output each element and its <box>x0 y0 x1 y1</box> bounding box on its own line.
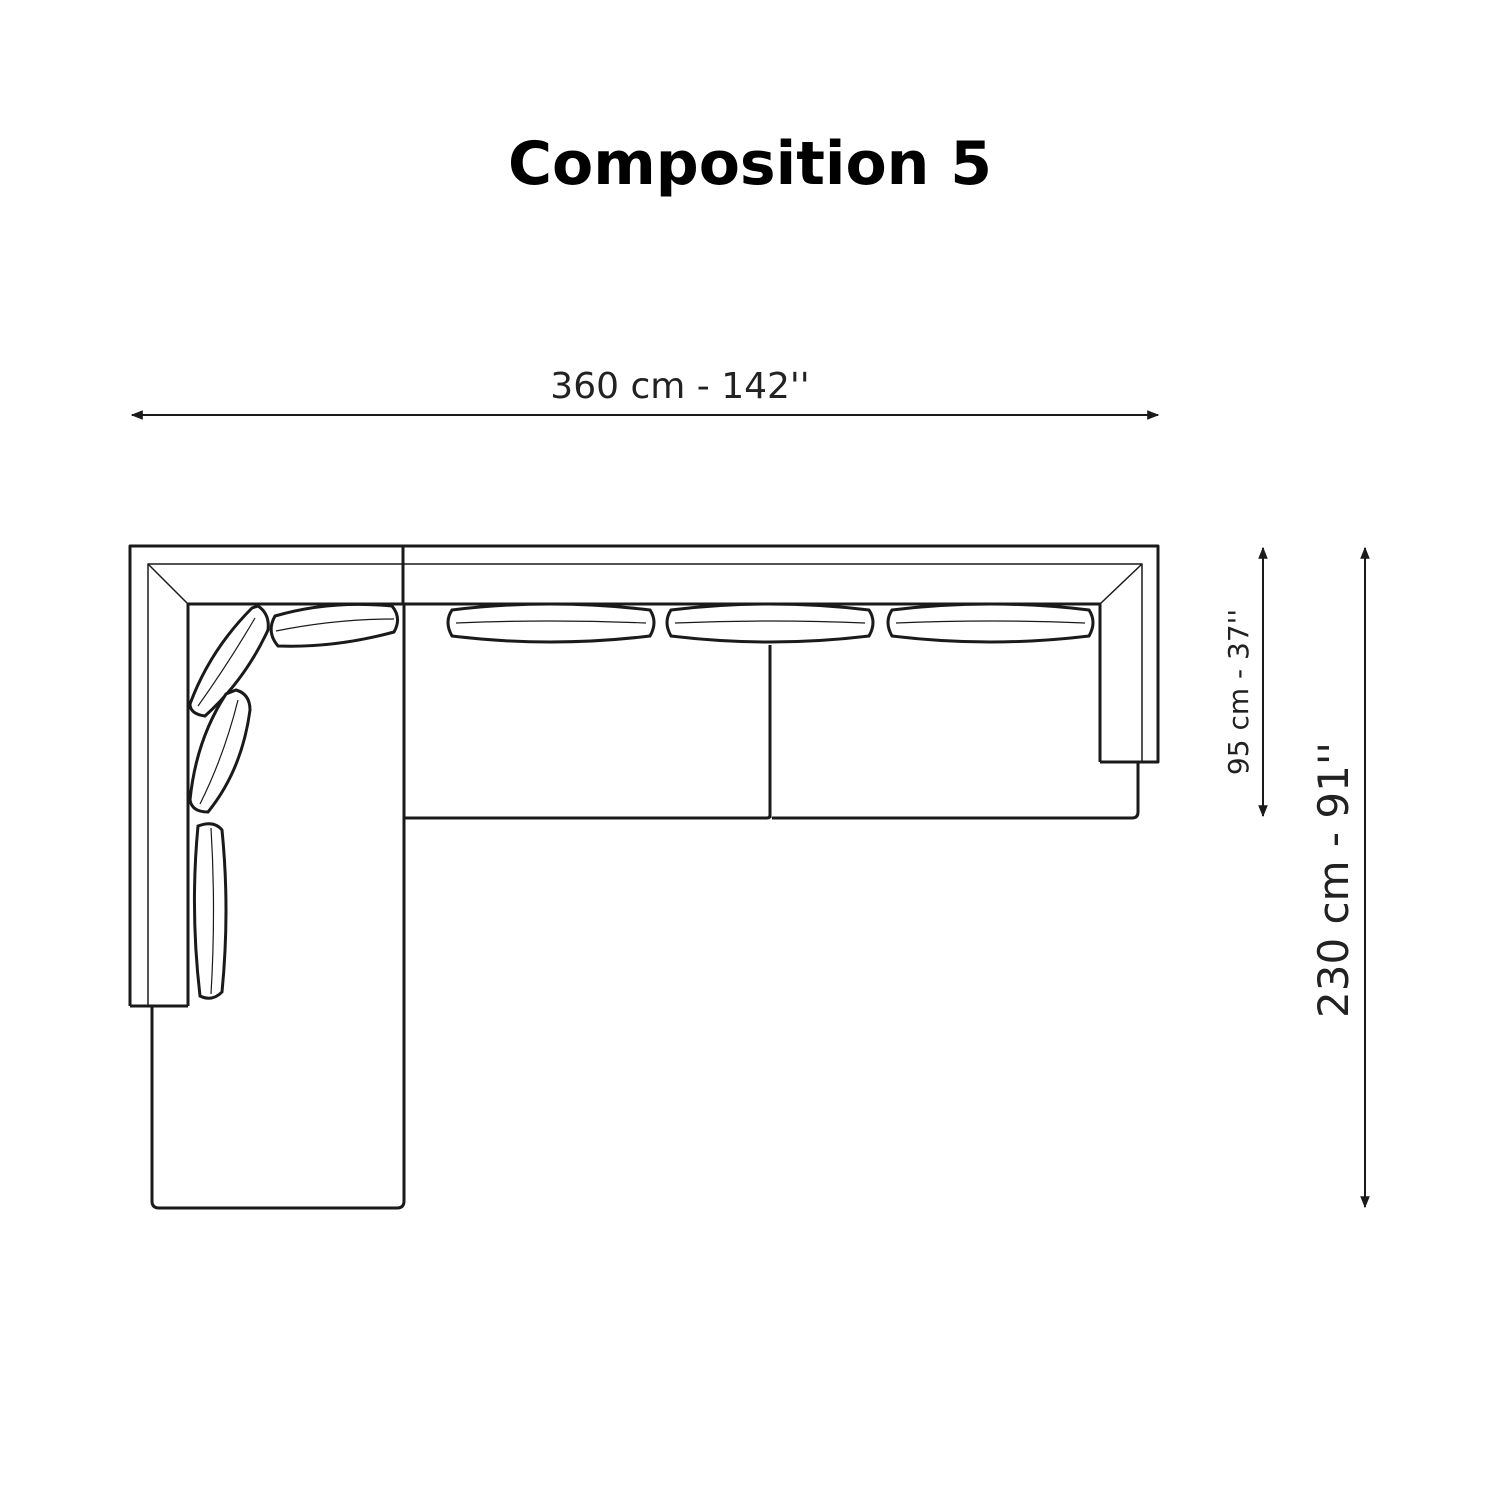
back-cushion-2 <box>665 602 875 644</box>
back-cushion-1 <box>446 602 656 644</box>
side-cushion-bottom <box>192 822 228 1000</box>
bevel-corner-left <box>147 563 189 605</box>
back-cushion-3 <box>886 602 1095 644</box>
width-dimension: 360 cm - 142'' <box>130 366 1160 420</box>
chaise-seat <box>150 604 406 1210</box>
cushion-1-seam <box>455 620 647 624</box>
diagonal-cushion-seam <box>197 617 256 707</box>
total-depth-dimension: 230 cm - 91'' <box>1309 546 1370 1209</box>
seat-depth-label: 95 cm - 37'' <box>1222 609 1255 775</box>
corner-cushion-seam <box>275 618 395 632</box>
back-cushions <box>269 602 1095 648</box>
seat-module-right <box>772 762 1140 820</box>
back-cushion-corner-top <box>269 602 399 648</box>
side-cushion-middle <box>188 688 252 814</box>
back-cushion-stitching <box>275 618 1086 632</box>
backrest-bevel <box>147 563 1143 1006</box>
middle-cushion-seam <box>199 699 239 805</box>
width-label: 360 cm - 142'' <box>550 366 809 407</box>
side-cushion-stitching <box>197 617 256 995</box>
bottom-cushion-seam <box>210 827 215 995</box>
bevel-corner-right <box>1099 563 1143 605</box>
seat-depth-dimension: 95 cm - 37'' <box>1222 546 1268 818</box>
cushion-3-seam <box>895 620 1086 624</box>
inner-backrest <box>186 602 1102 1006</box>
side-cushions <box>188 604 270 1000</box>
sofa-outline <box>128 544 1160 1210</box>
total-depth-label: 230 cm - 91'' <box>1309 742 1358 1018</box>
page-title: Composition 5 <box>507 129 993 199</box>
cushion-2-seam <box>674 620 866 624</box>
